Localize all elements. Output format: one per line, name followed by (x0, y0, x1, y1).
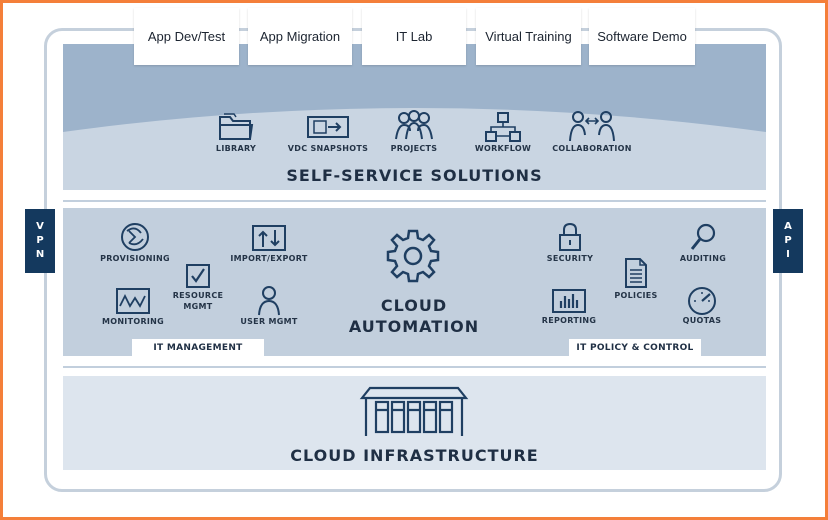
reporting-item: REPORTING (538, 287, 600, 326)
vpn-letter: P (36, 235, 44, 246)
user-mgmt-label: USER MGMT (240, 317, 298, 326)
monitoring-item: MONITORING (100, 286, 166, 327)
quotas-item: QUOTAS (676, 285, 728, 326)
collaboration-item: COLLABORATION (552, 109, 632, 154)
security-label: SECURITY (546, 254, 594, 263)
people-group-icon (395, 110, 433, 140)
import-export-item: IMPORT/EXPORT (230, 223, 308, 264)
vdc-snapshots-item: VDC SNAPSHOTS (286, 111, 370, 154)
datacenter-icon (359, 386, 469, 436)
magnifier-icon (690, 223, 716, 250)
policies-item: POLICIES (608, 256, 664, 301)
import-export-icon (252, 225, 286, 251)
tab-it-lab[interactable]: IT Lab (362, 8, 466, 65)
vpn-letter: N (35, 249, 45, 260)
quotas-label: QUOTAS (682, 316, 722, 325)
it-policy-tab: IT POLICY & CONTROL (569, 339, 701, 357)
gear-icon (386, 229, 440, 283)
security-item: SECURITY (540, 221, 600, 264)
tab-virtual-training[interactable]: Virtual Training (476, 8, 581, 65)
workflow-icon (485, 112, 521, 142)
import-export-label: IMPORT/EXPORT (230, 254, 308, 263)
api-letter: P (784, 235, 792, 246)
resource-mgmt-item: RESOURCE MGMT (172, 262, 224, 312)
workflow-item: WORKFLOW (472, 111, 534, 154)
collaboration-label: COLLABORATION (552, 144, 632, 153)
auditing-label: AUDITING (679, 254, 727, 263)
self-service-title: SELF-SERVICE SOLUTIONS (286, 166, 543, 185)
lock-icon (559, 222, 581, 251)
provisioning-label: PROVISIONING (100, 254, 170, 263)
vpn-letter: V (36, 221, 44, 232)
self-service-panel (63, 44, 766, 190)
auditing-item: AUDITING (674, 221, 732, 264)
gauge-icon (688, 287, 716, 315)
provisioning-item: PROVISIONING (100, 221, 170, 264)
folder-icon (219, 113, 254, 140)
snapshot-icon (307, 116, 349, 138)
library-label: LIBRARY (215, 144, 257, 153)
infrastructure-panel (63, 376, 766, 470)
vpn-tag: V P N (25, 209, 55, 273)
cloud-automation-title-2: AUTOMATION (348, 317, 480, 336)
divider-bottom (63, 366, 766, 368)
monitoring-icon (116, 288, 150, 314)
api-letter: I (786, 249, 790, 260)
collaboration-icon (569, 111, 615, 142)
resource-mgmt-label-1: RESOURCE (172, 291, 224, 300)
bar-chart-icon (552, 289, 586, 313)
provisioning-icon (121, 223, 149, 251)
vdc-snapshots-label: VDC SNAPSHOTS (287, 144, 369, 153)
policies-label: POLICIES (614, 291, 658, 300)
tab-app-migration[interactable]: App Migration (248, 8, 352, 65)
document-icon (625, 258, 647, 288)
cloud-infrastructure-title: CLOUD INFRASTRUCTURE (290, 446, 539, 465)
tab-software-demo[interactable]: Software Demo (589, 8, 695, 65)
resource-mgmt-label-2: MGMT (183, 302, 213, 311)
workflow-label: WORKFLOW (474, 144, 532, 153)
api-tag: A P I (773, 209, 803, 273)
user-icon (258, 286, 280, 316)
it-management-tab: IT MANAGEMENT (132, 339, 264, 357)
divider-top (63, 200, 766, 202)
library-item: LIBRARY (204, 111, 268, 154)
tab-app-dev-test[interactable]: App Dev/Test (134, 8, 239, 65)
panel-header-band (63, 44, 766, 190)
cloud-automation-title-1: CLOUD (380, 296, 448, 315)
projects-label: PROJECTS (390, 144, 438, 153)
reporting-label: REPORTING (541, 316, 597, 325)
projects-item: PROJECTS (384, 109, 444, 154)
user-mgmt-item: USER MGMT (240, 284, 298, 327)
api-letter: A (784, 221, 792, 232)
checkbox-icon (186, 264, 210, 288)
monitoring-label: MONITORING (101, 317, 165, 326)
